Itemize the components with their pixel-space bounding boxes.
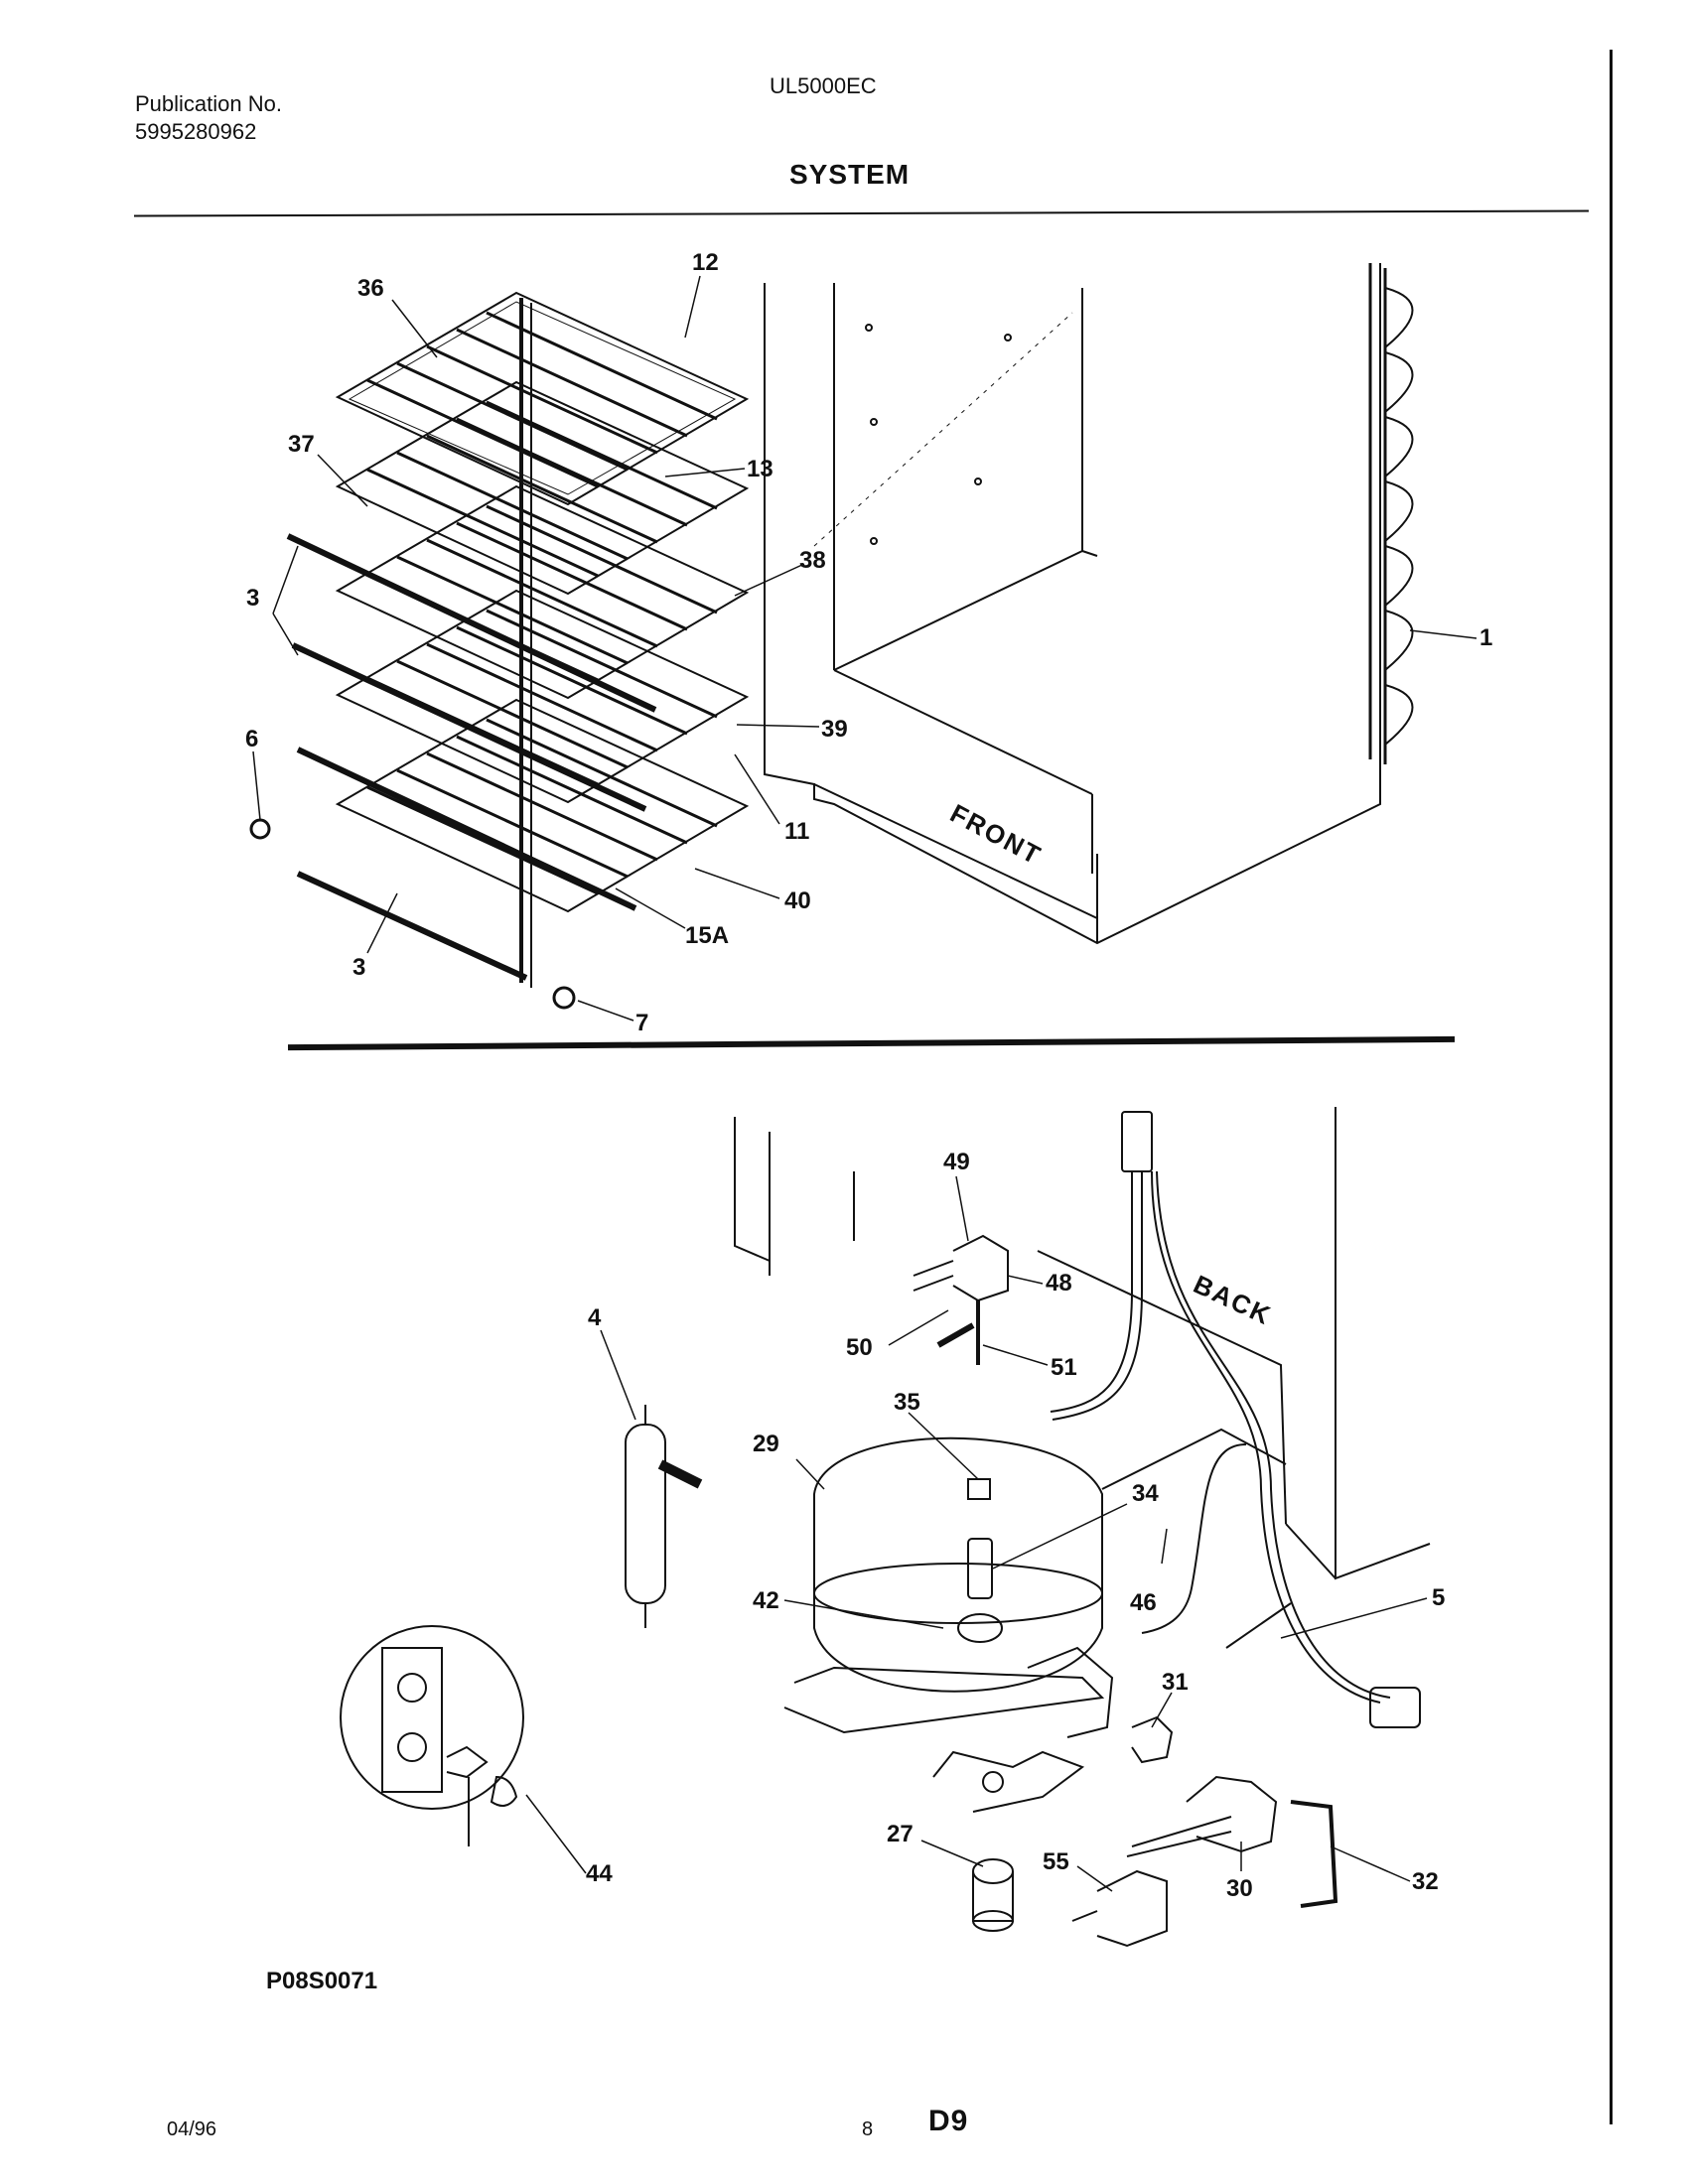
model-number: UL5000EC bbox=[770, 73, 877, 98]
callout-37: 37 bbox=[288, 431, 315, 458]
footer-page-number: 8 bbox=[862, 2118, 874, 2140]
callout-31: 31 bbox=[1162, 1669, 1189, 1696]
callout-46: 46 bbox=[1130, 1589, 1157, 1616]
shelf-rail bbox=[296, 871, 528, 981]
callout-35: 35 bbox=[894, 1389, 920, 1416]
callout-48: 48 bbox=[1046, 1270, 1072, 1297]
evaporator-shelf bbox=[335, 698, 750, 913]
ground-clip-inset bbox=[340, 1625, 524, 1846]
cabinet-back-view bbox=[734, 1107, 1431, 1580]
callout-32: 32 bbox=[1412, 1868, 1439, 1895]
callout-27: 27 bbox=[887, 1821, 914, 1847]
shelf-rail bbox=[296, 747, 637, 911]
callout-30: 30 bbox=[1226, 1875, 1253, 1902]
cabinet-front-view bbox=[764, 263, 1381, 945]
dryer-cylinder bbox=[625, 1405, 703, 1628]
leader-lines-bottom bbox=[525, 1175, 1428, 1892]
shelf-rail bbox=[291, 642, 647, 812]
compressor bbox=[783, 1436, 1114, 1813]
leader-lines-top bbox=[252, 275, 1477, 1022]
callout-51: 51 bbox=[1051, 1354, 1077, 1381]
callout-6: 6 bbox=[245, 726, 258, 752]
figure-code: P08S0071 bbox=[266, 1968, 378, 1994]
callout-4: 4 bbox=[588, 1304, 602, 1331]
condenser-coil bbox=[1368, 263, 1414, 764]
footer-page-letter: D9 bbox=[928, 2105, 969, 2137]
publication-number: 5995280962 bbox=[135, 119, 257, 144]
evaporator-shelf-rack bbox=[249, 291, 750, 1010]
callout-11: 11 bbox=[784, 818, 809, 845]
evaporator-shelf bbox=[335, 380, 750, 596]
callout-55: 55 bbox=[1043, 1848, 1069, 1875]
callout-34: 34 bbox=[1132, 1480, 1159, 1507]
callout-44: 44 bbox=[586, 1860, 613, 1887]
fastener-icon bbox=[249, 818, 271, 840]
publication-label: Publication No. bbox=[135, 91, 282, 116]
callout-15a: 15A bbox=[685, 922, 729, 949]
section-title: SYSTEM bbox=[789, 159, 911, 190]
callout-50: 50 bbox=[846, 1334, 873, 1361]
callout-40: 40 bbox=[784, 887, 811, 914]
callout-13: 13 bbox=[747, 456, 774, 482]
shelf-rail bbox=[286, 533, 657, 713]
callout-49: 49 bbox=[943, 1149, 970, 1175]
footer-date: 04/96 bbox=[167, 2118, 217, 2140]
cabinet-front-label: FRONT bbox=[945, 798, 1047, 871]
cabinet-back-label: BACK bbox=[1189, 1269, 1276, 1330]
electrical-components bbox=[972, 1715, 1338, 1948]
solenoid-valve bbox=[913, 1234, 1009, 1365]
callout-29: 29 bbox=[753, 1431, 779, 1457]
callout-12: 12 bbox=[692, 249, 719, 276]
right-margin-rule bbox=[1610, 50, 1613, 2124]
power-cord-wires bbox=[1050, 1111, 1421, 1728]
callout-1: 1 bbox=[1479, 624, 1492, 651]
callout-39: 39 bbox=[821, 716, 848, 743]
bracket-icon bbox=[552, 986, 576, 1010]
callout-5: 5 bbox=[1432, 1584, 1445, 1611]
callout-3-lower: 3 bbox=[352, 954, 365, 981]
callout-3-upper: 3 bbox=[246, 585, 259, 612]
callout-36: 36 bbox=[357, 275, 384, 302]
callout-7: 7 bbox=[635, 1010, 648, 1036]
callout-38: 38 bbox=[799, 547, 826, 574]
evaporator-shelf bbox=[335, 291, 750, 506]
callout-42: 42 bbox=[753, 1587, 779, 1614]
